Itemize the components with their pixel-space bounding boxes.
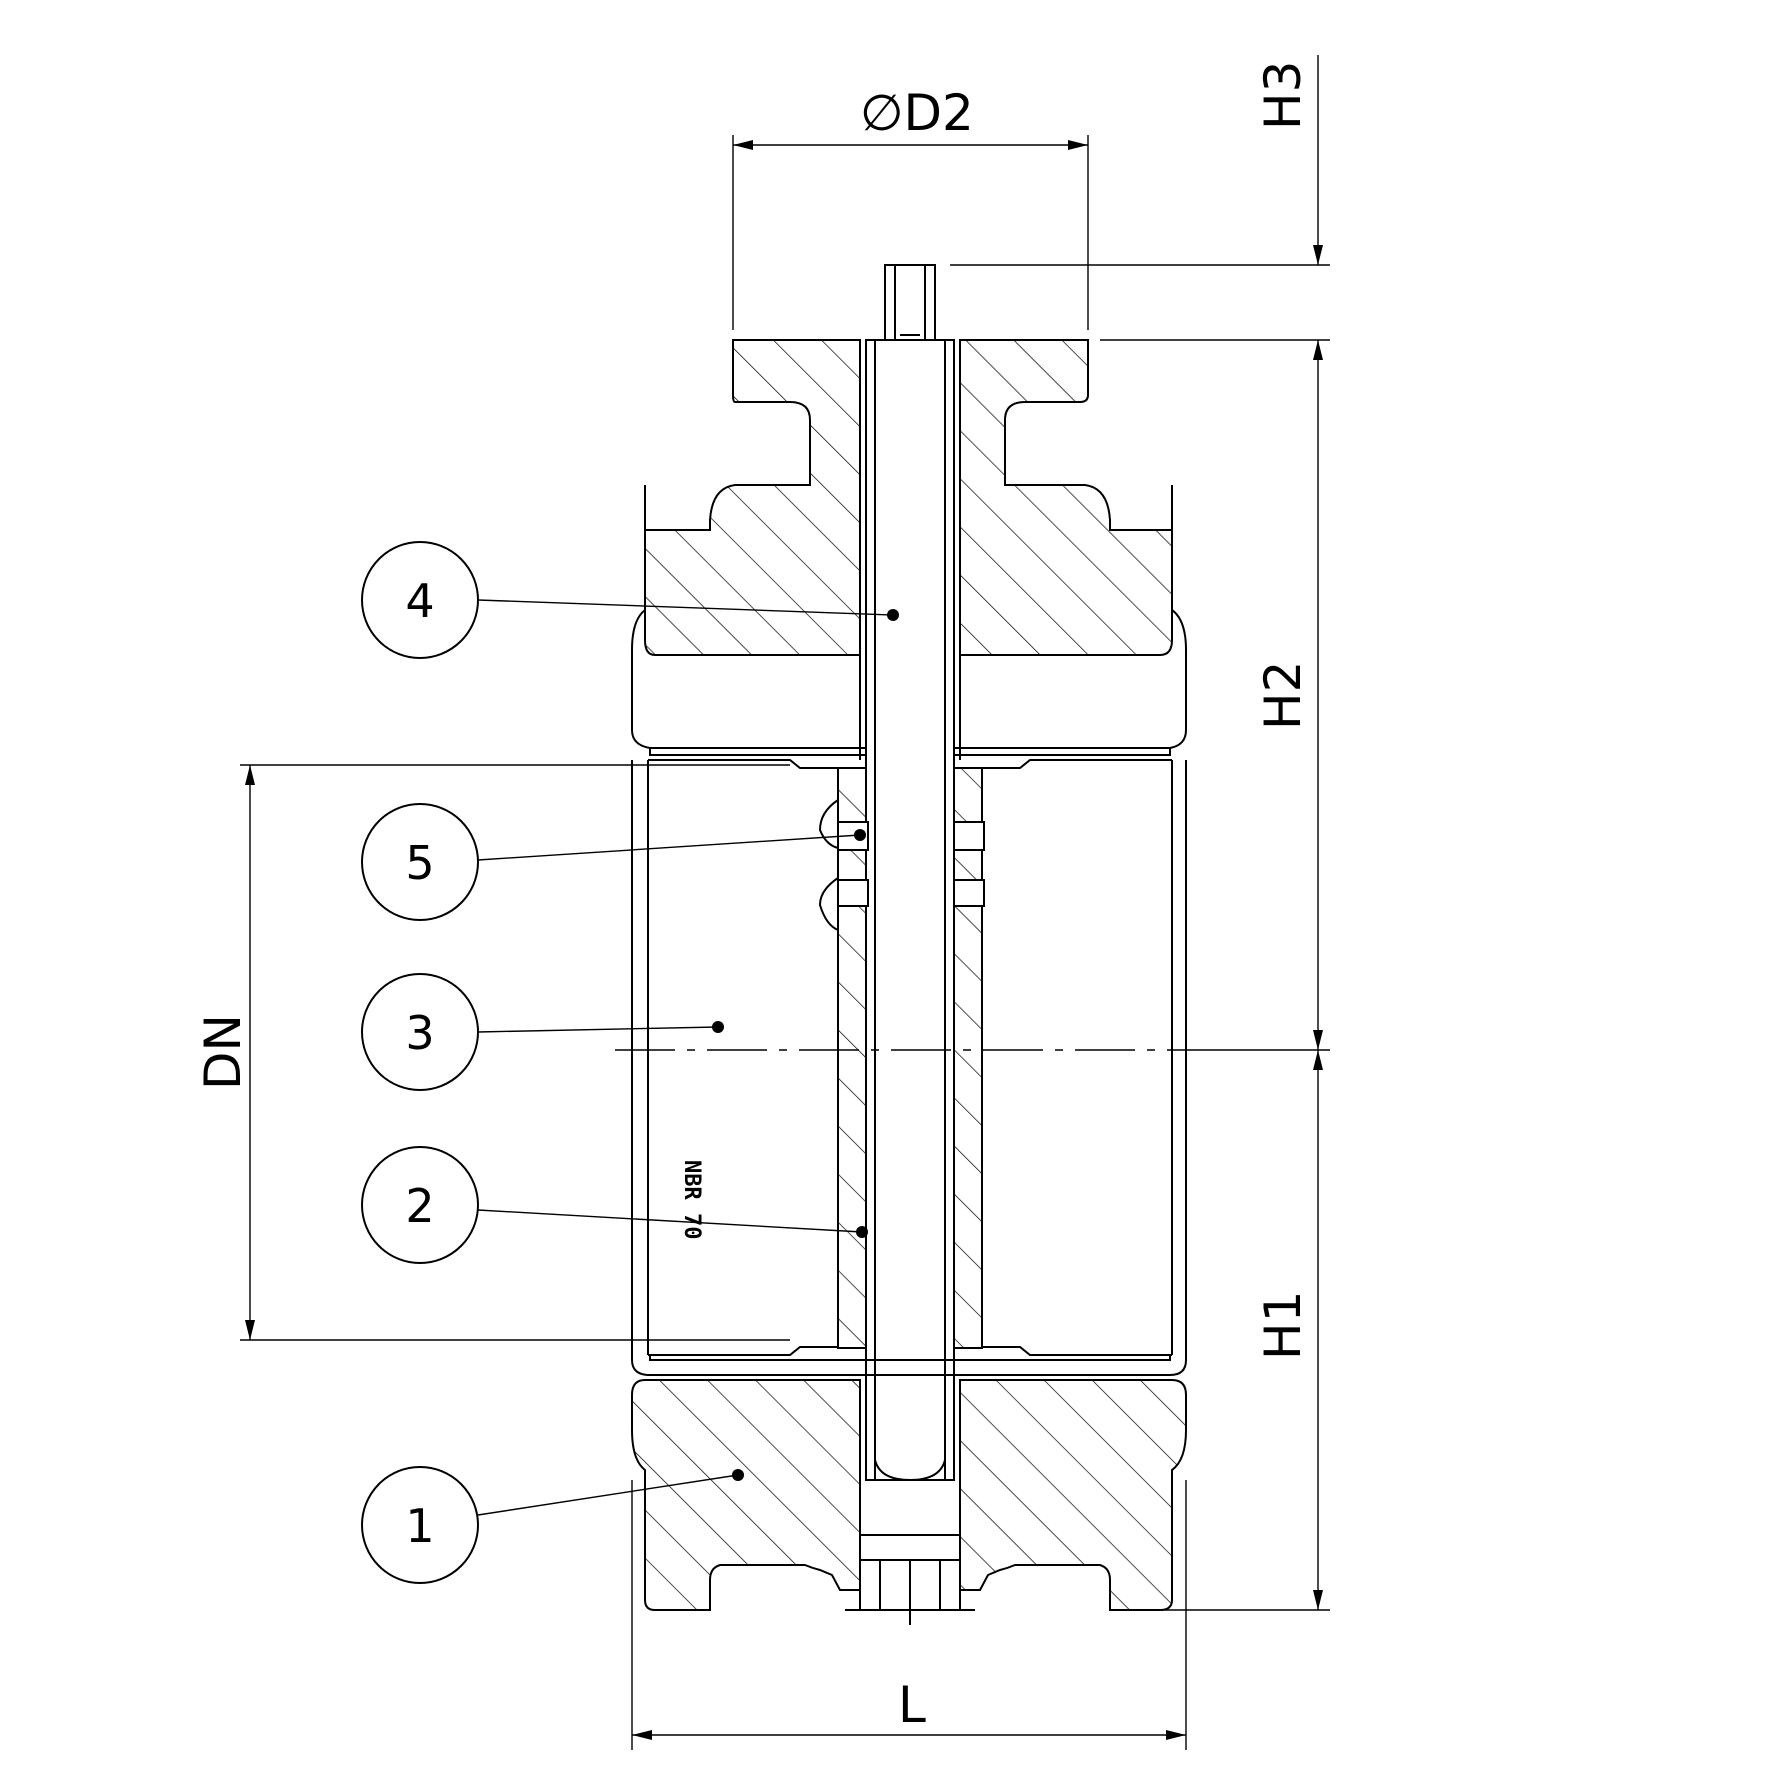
- bottom-body-left: [631, 1379, 861, 1611]
- material-marking: NBR 70: [679, 1160, 704, 1239]
- dimension-h1-label: H1: [1254, 1291, 1312, 1360]
- svg-text:3: 3: [405, 1006, 434, 1060]
- shaft: [865, 264, 955, 1482]
- dimension-l-label: L: [898, 1676, 926, 1734]
- svg-text:2: 2: [405, 1179, 434, 1233]
- dimension-dn-label: DN: [194, 1014, 252, 1090]
- callout-1: 1: [361, 1466, 744, 1584]
- bottom-body-right: [959, 1379, 1187, 1611]
- top-flange-right: [959, 339, 1173, 656]
- svg-text:4: 4: [405, 574, 434, 628]
- disc-hub-left: [818, 767, 867, 1349]
- callout-4: 4: [361, 541, 899, 659]
- disc-hub-right: [953, 767, 983, 1349]
- dimension-h2-label: H2: [1254, 661, 1312, 730]
- lower-body-outline: [649, 1355, 1171, 1361]
- callout-2: 2: [361, 1146, 868, 1264]
- dimension-h3-label: H3: [1254, 61, 1312, 130]
- dimension-h2: H2: [1254, 340, 1323, 1050]
- svg-text:5: 5: [405, 836, 434, 890]
- dimension-h1: H1: [1110, 1049, 1330, 1611]
- callout-3: 3: [361, 973, 724, 1091]
- top-flange-left: [644, 339, 861, 656]
- callout-5: 5: [361, 803, 866, 921]
- dimension-h3: H3: [950, 55, 1330, 341]
- dimension-d2: ∅D2: [732, 84, 1089, 330]
- svg-text:1: 1: [405, 1499, 434, 1553]
- dimension-d2-label: ∅D2: [860, 84, 974, 142]
- dimension-l: L: [631, 1480, 1187, 1750]
- dimension-dn: DN: [194, 764, 790, 1341]
